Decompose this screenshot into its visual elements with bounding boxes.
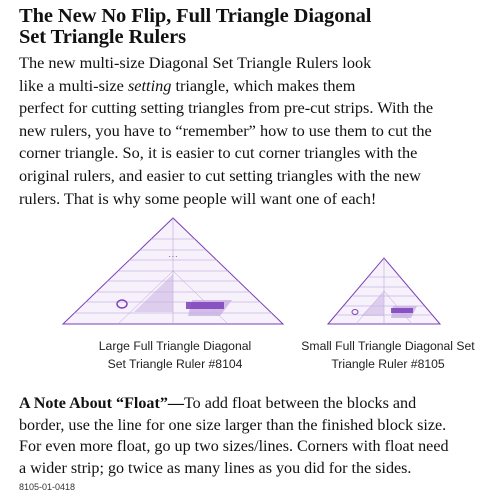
title-line-1: The New No Flip, Full Triangle Diagonal xyxy=(19,5,372,27)
small-ruler-marker xyxy=(391,308,413,313)
intro-paragraph: The new multi-size Diagonal Set Triangle… xyxy=(19,52,491,210)
note-line-4: a wider strip; go twice as many lines as… xyxy=(19,459,412,477)
float-note: A Note About “Float”—To add float betwee… xyxy=(19,393,495,479)
large-ruler-shaded-left xyxy=(134,274,173,312)
intro-line-2-end: triangle, which makes them xyxy=(171,75,356,95)
intro-line-7: rulers. That is why some people will wan… xyxy=(19,188,377,208)
intro-line-5: corner triangle. So, it is easier to cut… xyxy=(19,143,418,163)
note-line-1-text: To add float between the blocks and xyxy=(183,395,417,412)
note-line-2: border, use the line for one size larger… xyxy=(19,416,447,434)
footer-product-code: 8105-01-0418 xyxy=(19,482,76,492)
large-ruler-caption-line-1: Large Full Triangle Diagonal xyxy=(98,339,252,353)
note-line-1: A Note About “Float”—To add float betwee… xyxy=(19,393,495,415)
intro-line-2: like a multi-size setting triangle, whic… xyxy=(19,75,491,98)
small-triangle-ruler-image xyxy=(327,257,441,325)
small-ruler-caption-line-2: Triangle Ruler #8105 xyxy=(331,357,445,371)
page-title: The New No Flip, Full Triangle Diagonal … xyxy=(19,6,479,48)
small-ruler-caption: Small Full Triangle Diagonal Set Triangl… xyxy=(282,337,494,373)
large-ruler-caption: Large Full Triangle Diagonal Set Triangl… xyxy=(70,337,280,373)
title-line-2: Set Triangle Rulers xyxy=(19,26,187,48)
large-ruler-marker xyxy=(186,302,224,309)
small-ruler-logo-icon xyxy=(351,309,359,315)
large-ruler-caption-line-2: Set Triangle Ruler #8104 xyxy=(107,357,243,371)
intro-line-1: The new multi-size Diagonal Set Triangle… xyxy=(19,53,372,72)
large-ruler-logo-icon xyxy=(116,299,128,309)
intro-line-6: original rulers, and easier to cut setti… xyxy=(19,165,421,185)
large-triangle-ruler-image: • • • xyxy=(62,217,284,325)
large-ruler-label: • • • xyxy=(169,255,178,259)
intro-line-2-start: like a multi-size xyxy=(19,75,128,95)
small-ruler-shaded-left xyxy=(361,292,384,316)
note-line-3: For even more float, go up two sizes/lin… xyxy=(19,438,449,456)
intro-emphasis: setting xyxy=(127,75,172,95)
small-ruler-caption-line-1: Small Full Triangle Diagonal Set xyxy=(301,339,475,353)
intro-line-4: new rulers, you have to “remember” how t… xyxy=(19,120,432,140)
intro-line-3: perfect for cutting setting triangles fr… xyxy=(19,98,434,118)
note-heading: A Note About “Float”— xyxy=(19,395,184,412)
